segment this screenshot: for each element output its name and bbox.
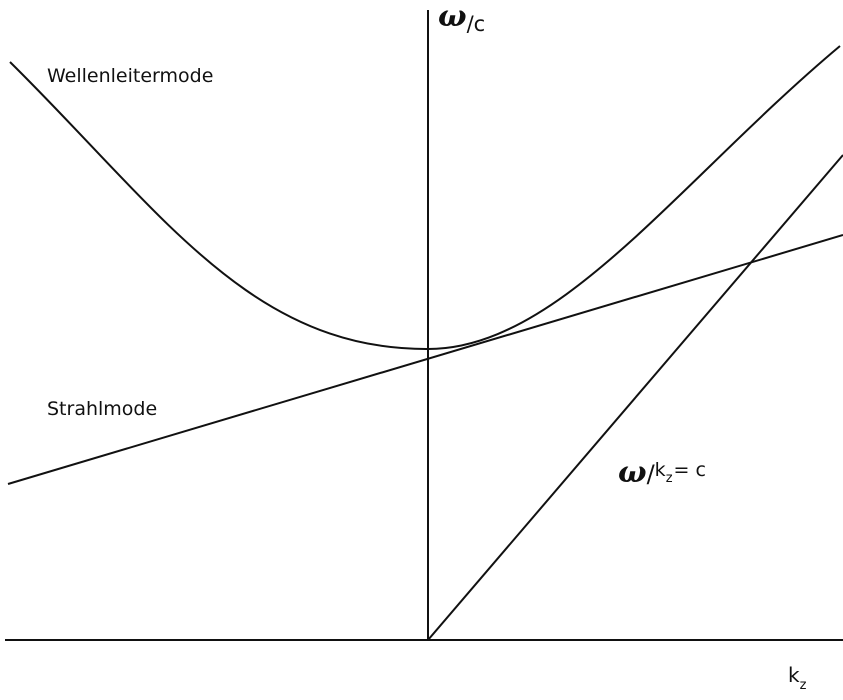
waveguide-mode-label: Wellenleitermode [47, 65, 213, 87]
y-axis-label: ω/c [438, 0, 485, 36]
light-line [427, 154, 843, 641]
waveguide-mode-curve [9, 45, 841, 351]
x-axis-label: kz [788, 663, 807, 693]
beam-mode-line [7, 234, 843, 485]
beam-mode-label: Strahlmode [47, 398, 157, 420]
light-line-label: ω/kz= c [618, 455, 706, 490]
